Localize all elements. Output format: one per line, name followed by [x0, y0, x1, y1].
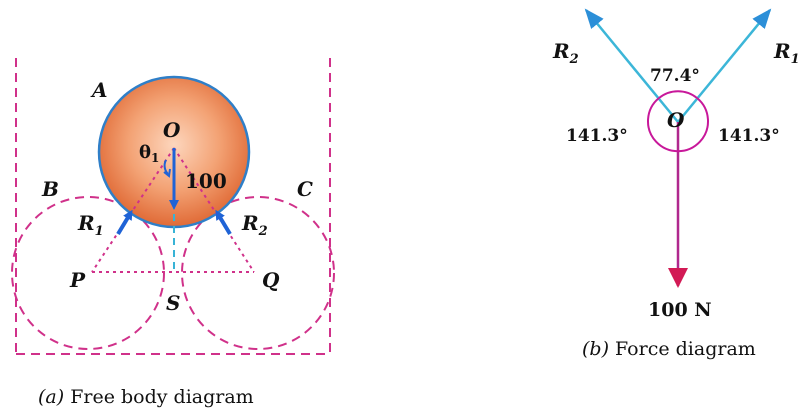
force-diagram: R2 R1 77.4° O 141.3° 141.3° 100 N (b) Fo… [552, 8, 798, 360]
label-100: 100 [185, 169, 227, 193]
force-label-r1: R1 [773, 39, 798, 67]
reaction-r2-arrow [215, 209, 232, 236]
label-b: B [41, 177, 59, 201]
label-a: A [90, 78, 108, 102]
label-c: C [297, 177, 313, 201]
caption-force: (b) Force diagram [582, 338, 756, 360]
angle-label-left: 141.3° [566, 126, 628, 146]
label-load: 100 N [648, 299, 712, 321]
force-label-o: O [667, 108, 685, 132]
angle-arc-bottom [647, 97, 709, 153]
free-body-diagram: A O θ1 100 B C R1 R2 P Q S (a) Free body… [11, 58, 335, 408]
caption-free-body: (a) Free body diagram [38, 386, 254, 408]
force-r1-line [677, 8, 772, 123]
angle-arc-top [658, 90, 698, 99]
label-o: O [163, 118, 181, 142]
theta-arc-tip [163, 168, 171, 178]
reaction-r1-arrow [116, 209, 133, 236]
label-p: P [69, 268, 86, 292]
theta-arc [163, 159, 169, 175]
label-q: Q [262, 268, 280, 292]
label-r2: R2 [241, 211, 268, 239]
force-label-r2: R2 [552, 39, 579, 67]
angle-label-top: 77.4° [650, 66, 700, 86]
angle-label-right: 141.3° [718, 126, 780, 146]
force-r2-line [584, 8, 679, 123]
label-s: S [166, 291, 180, 315]
cylinder-c [181, 196, 335, 350]
label-theta: θ1 [139, 142, 159, 165]
label-r1: R1 [77, 211, 104, 239]
